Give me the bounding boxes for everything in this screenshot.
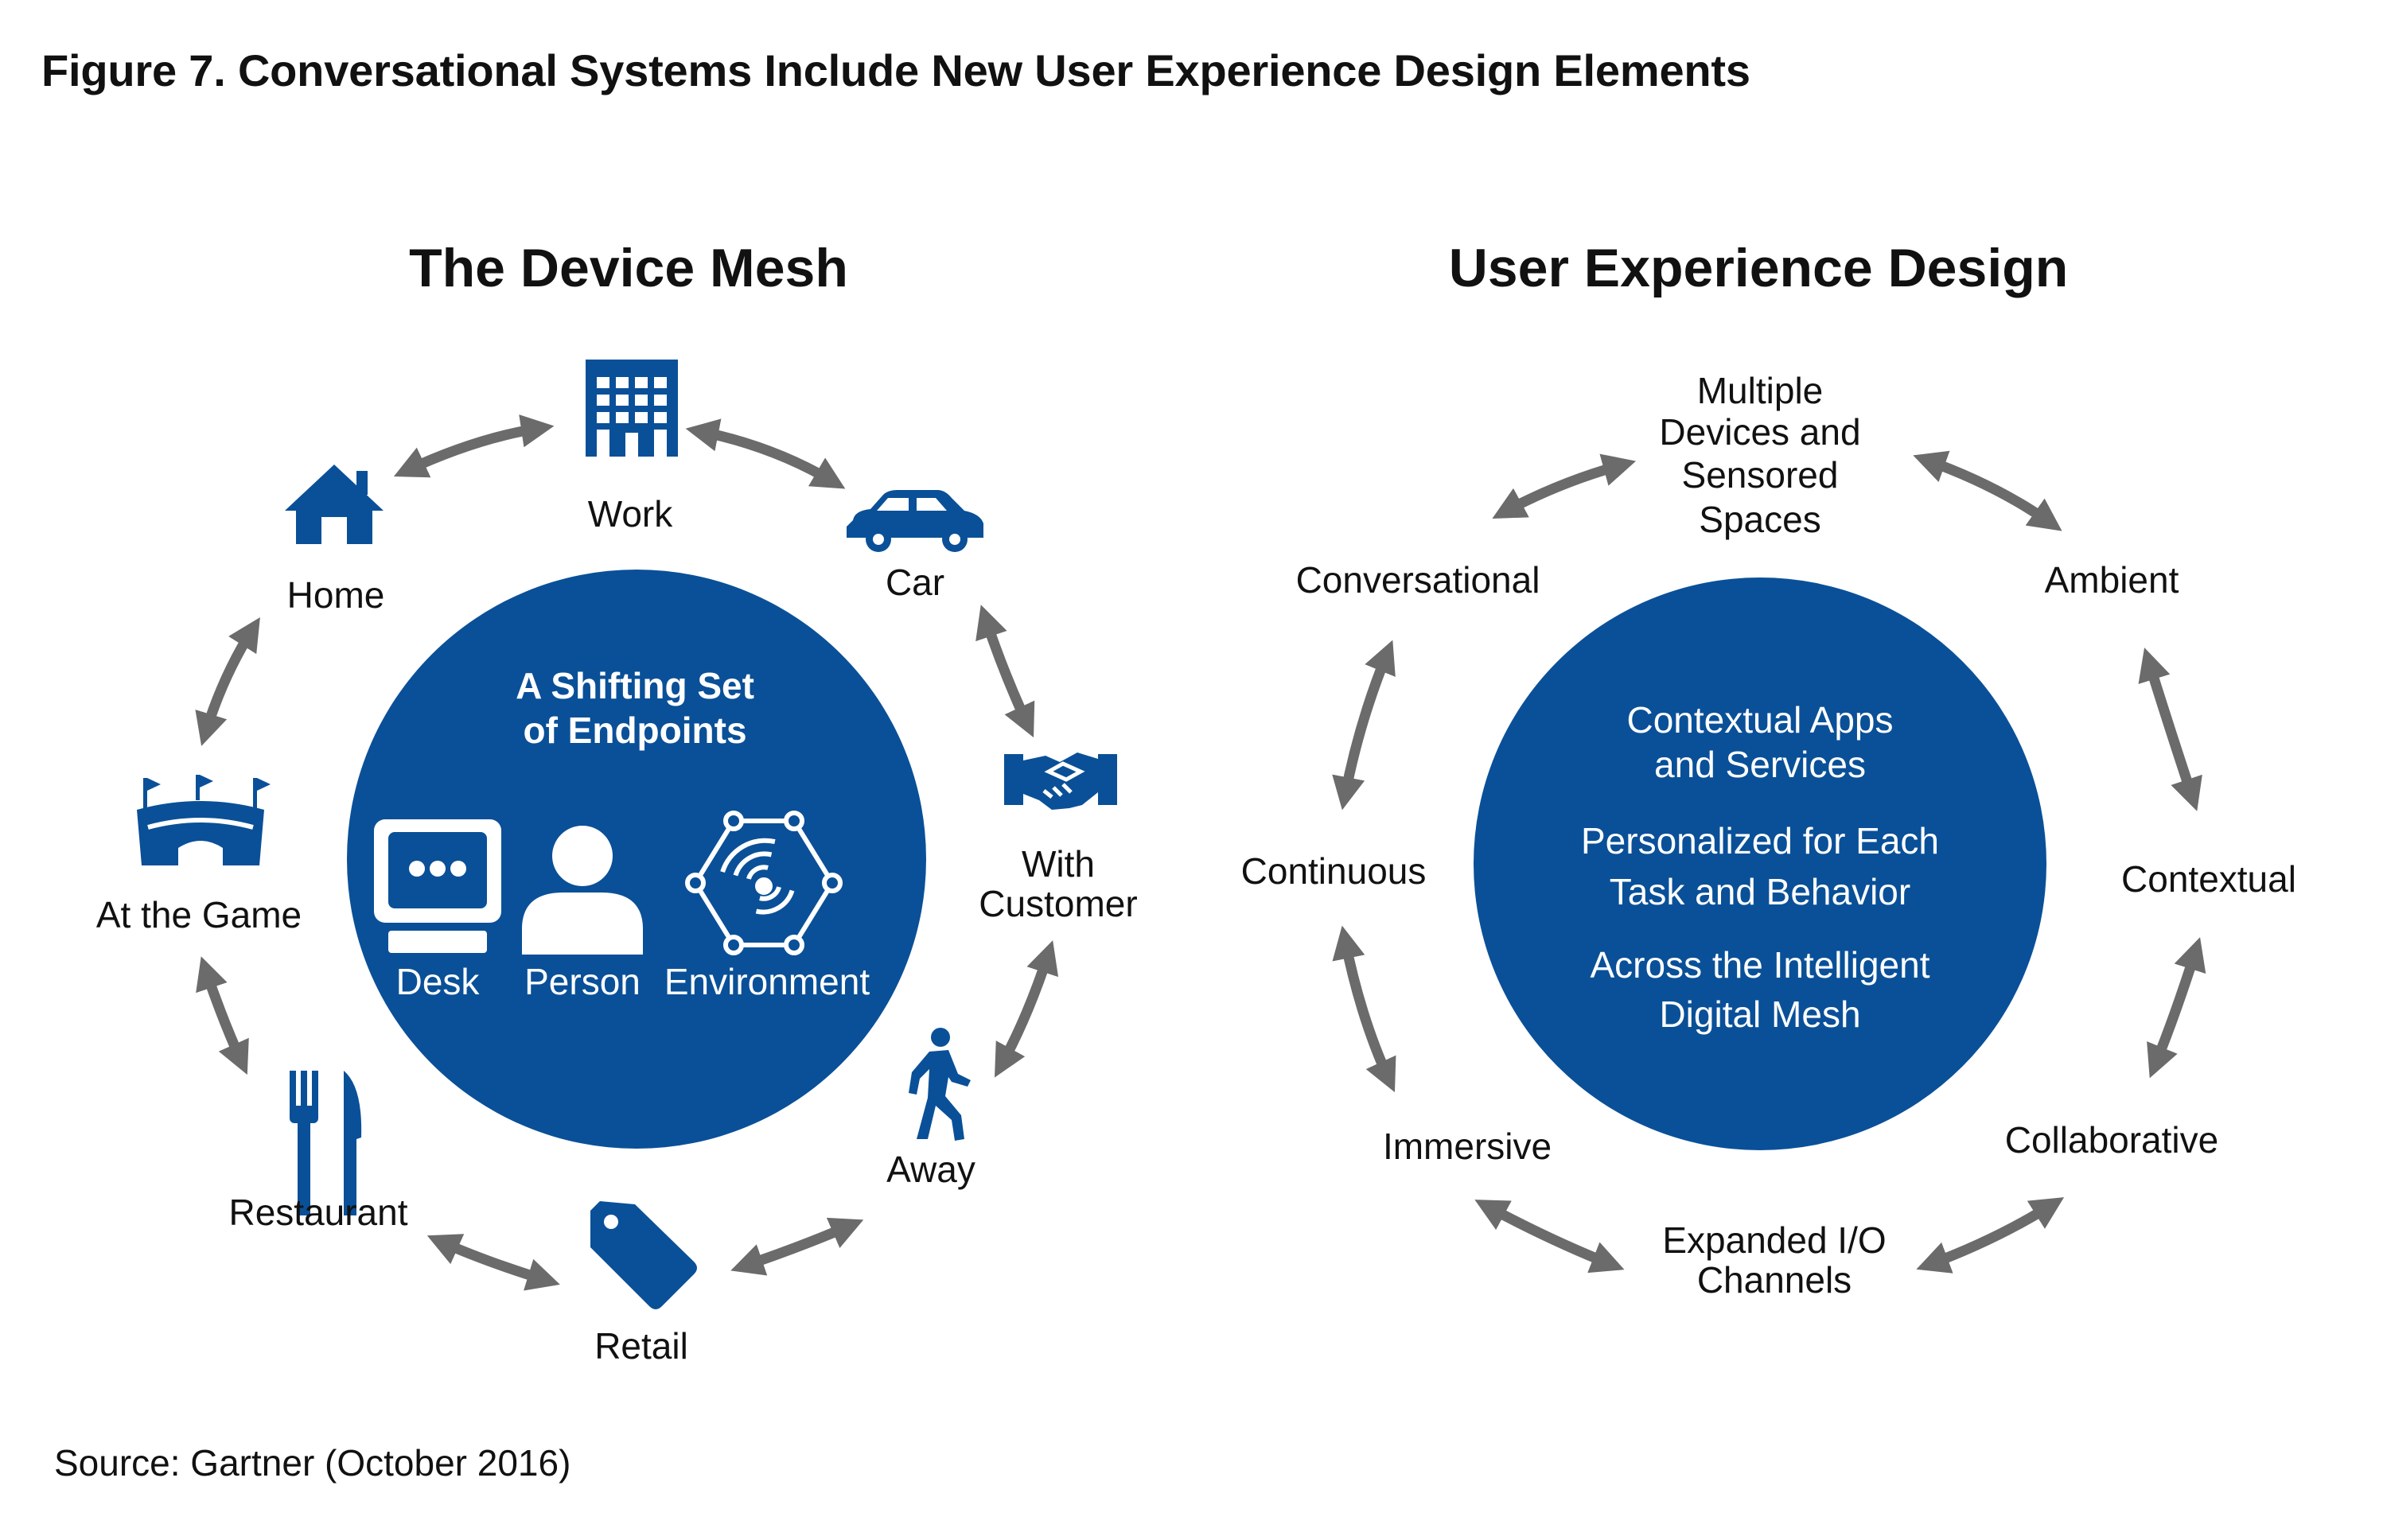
- endpoint-label-person: Person: [524, 961, 641, 1002]
- price-tag-icon: [590, 1201, 697, 1309]
- walking-person-icon: [909, 1028, 971, 1141]
- node-label-car: Car: [885, 562, 945, 603]
- node-label-customer: Customer: [979, 883, 1138, 924]
- arrow-collaborative-expanded: [1916, 1197, 2065, 1274]
- node-label-retail: Retail: [594, 1325, 688, 1367]
- device-mesh-arrows: [195, 414, 1059, 1291]
- ux-node-channels: Channels: [1696, 1259, 1852, 1301]
- car-icon: [847, 490, 983, 552]
- arrow-continuous-conversational: [1332, 640, 1396, 811]
- arrow-work-car: [685, 418, 846, 489]
- ux-center-line-3a: Across the Intelligent: [1590, 944, 1930, 986]
- handshake-icon: [1004, 752, 1117, 810]
- node-label-with: With: [1022, 843, 1095, 885]
- ux-design-center-circle: [1474, 578, 2046, 1150]
- ux-center-line-1a: Contextual Apps: [1626, 699, 1894, 741]
- node-label-at-the-game: At the Game: [95, 894, 302, 935]
- arrow-contextual-collaborative: [2147, 937, 2206, 1079]
- ux-node-spaces: Spaces: [1699, 499, 1821, 540]
- node-label-home: Home: [286, 574, 385, 616]
- ux-node-contextual: Contextual: [2121, 858, 2296, 900]
- source-note: Source: Gartner (October 2016): [54, 1442, 571, 1484]
- figure-title: Figure 7. Conversational Systems Include…: [41, 45, 1750, 95]
- arrow-game-home: [195, 616, 260, 746]
- arrow-immersive-continuous: [1332, 925, 1396, 1093]
- ux-design-arrows: [1332, 450, 2206, 1274]
- ux-center-line-1b: and Services: [1654, 744, 1866, 785]
- arrow-conversational-multiple: [1492, 453, 1637, 519]
- stadium-icon: [137, 775, 271, 865]
- arrow-expanded-immersive: [1474, 1200, 1625, 1274]
- ux-center-line-2a: Personalized for Each: [1580, 820, 1940, 861]
- arrow-home-work: [393, 414, 555, 478]
- arrow-away-retail: [730, 1217, 864, 1276]
- ux-center-line-3b: Digital Mesh: [1659, 994, 1861, 1035]
- device-mesh-center-heading-2: of Endpoints: [523, 710, 747, 751]
- node-label-work: Work: [587, 493, 673, 535]
- arrow-multiple-ambient: [1913, 450, 2062, 531]
- house-icon: [285, 465, 384, 544]
- ux-design-title: User Experience Design: [1448, 238, 2069, 298]
- building-icon: [586, 360, 678, 457]
- node-label-restaurant: Restaurant: [228, 1192, 408, 1233]
- ux-node-devices-and: Devices and: [1659, 411, 1861, 453]
- ux-node-continuous: Continuous: [1240, 850, 1427, 892]
- node-label-away: Away: [886, 1149, 975, 1190]
- environment-sensor-icon: [685, 811, 843, 955]
- ux-node-immersive: Immersive: [1382, 1126, 1552, 1167]
- device-mesh-center-circle: [347, 570, 926, 1149]
- arrow-ambient-contextual: [2138, 648, 2202, 811]
- person-icon: [522, 826, 643, 955]
- endpoint-label-desk: Desk: [395, 961, 480, 1002]
- ux-node-collaborative: Collaborative: [2004, 1119, 2219, 1161]
- device-mesh-center-heading-1: A Shifting Set: [516, 665, 754, 706]
- ux-node-multiple: Multiple: [1696, 370, 1824, 411]
- fork-knife-icon: [290, 1071, 362, 1215]
- arrow-restaurant-game: [196, 956, 249, 1075]
- ux-center-line-2b: Task and Behavior: [1609, 871, 1911, 912]
- arrow-car-customer: [975, 605, 1035, 738]
- ux-node-sensored: Sensored: [1681, 454, 1839, 496]
- ux-node-ambient: Ambient: [2044, 559, 2179, 601]
- device-mesh-title: The Device Mesh: [409, 238, 848, 298]
- desk-terminal-icon: [374, 819, 501, 953]
- arrow-customer-away: [995, 940, 1059, 1078]
- ux-node-conversational: Conversational: [1295, 559, 1540, 601]
- ux-node-expanded-io: Expanded I/O: [1662, 1219, 1887, 1261]
- endpoint-label-environment: Environment: [664, 961, 870, 1002]
- arrow-retail-restaurant: [426, 1234, 560, 1291]
